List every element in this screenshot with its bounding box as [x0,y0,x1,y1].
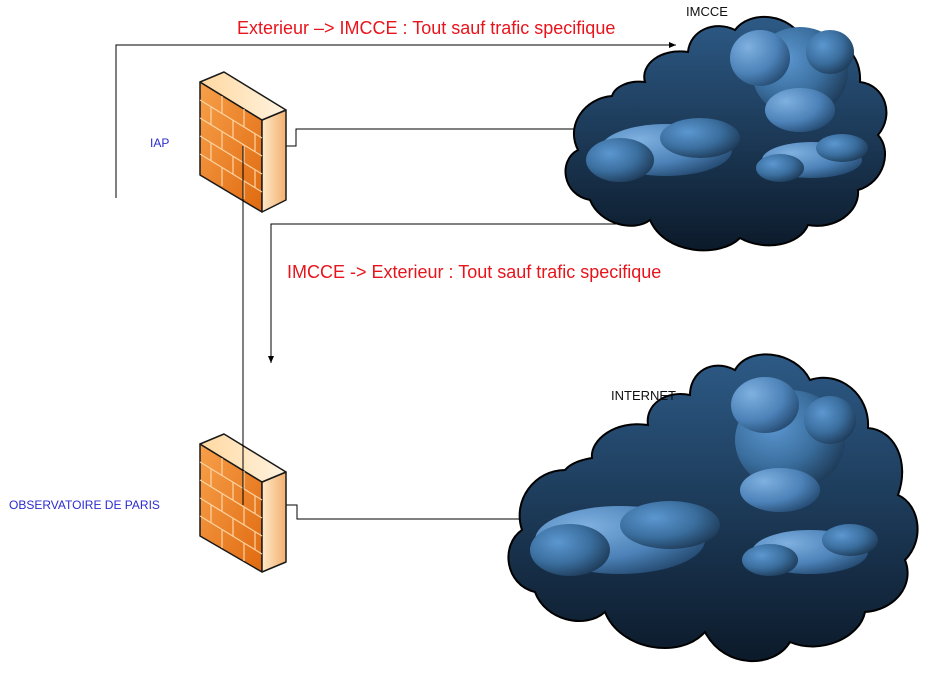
imcce-cloud-icon [564,15,888,252]
observatoire-label: OBSERVATOIRE DE PARIS [9,498,160,512]
iap-firewall-icon [199,71,287,213]
iap-label: IAP [150,136,170,150]
internet-label: INTERNET [611,388,676,403]
internet-cloud-icon [507,353,919,662]
imcce-label: IMCCE [686,4,728,19]
arrow-imcce-to-exterieur [268,223,632,363]
rule-imcce-to-exterieur-label: IMCCE -> Exterieur : Tout sauf trafic sp… [287,262,662,282]
rule-exterieur-to-imcce-label: Exterieur –> IMCCE : Tout sauf trafic sp… [237,18,616,38]
arrow-exterieur-to-imcce [115,42,676,198]
